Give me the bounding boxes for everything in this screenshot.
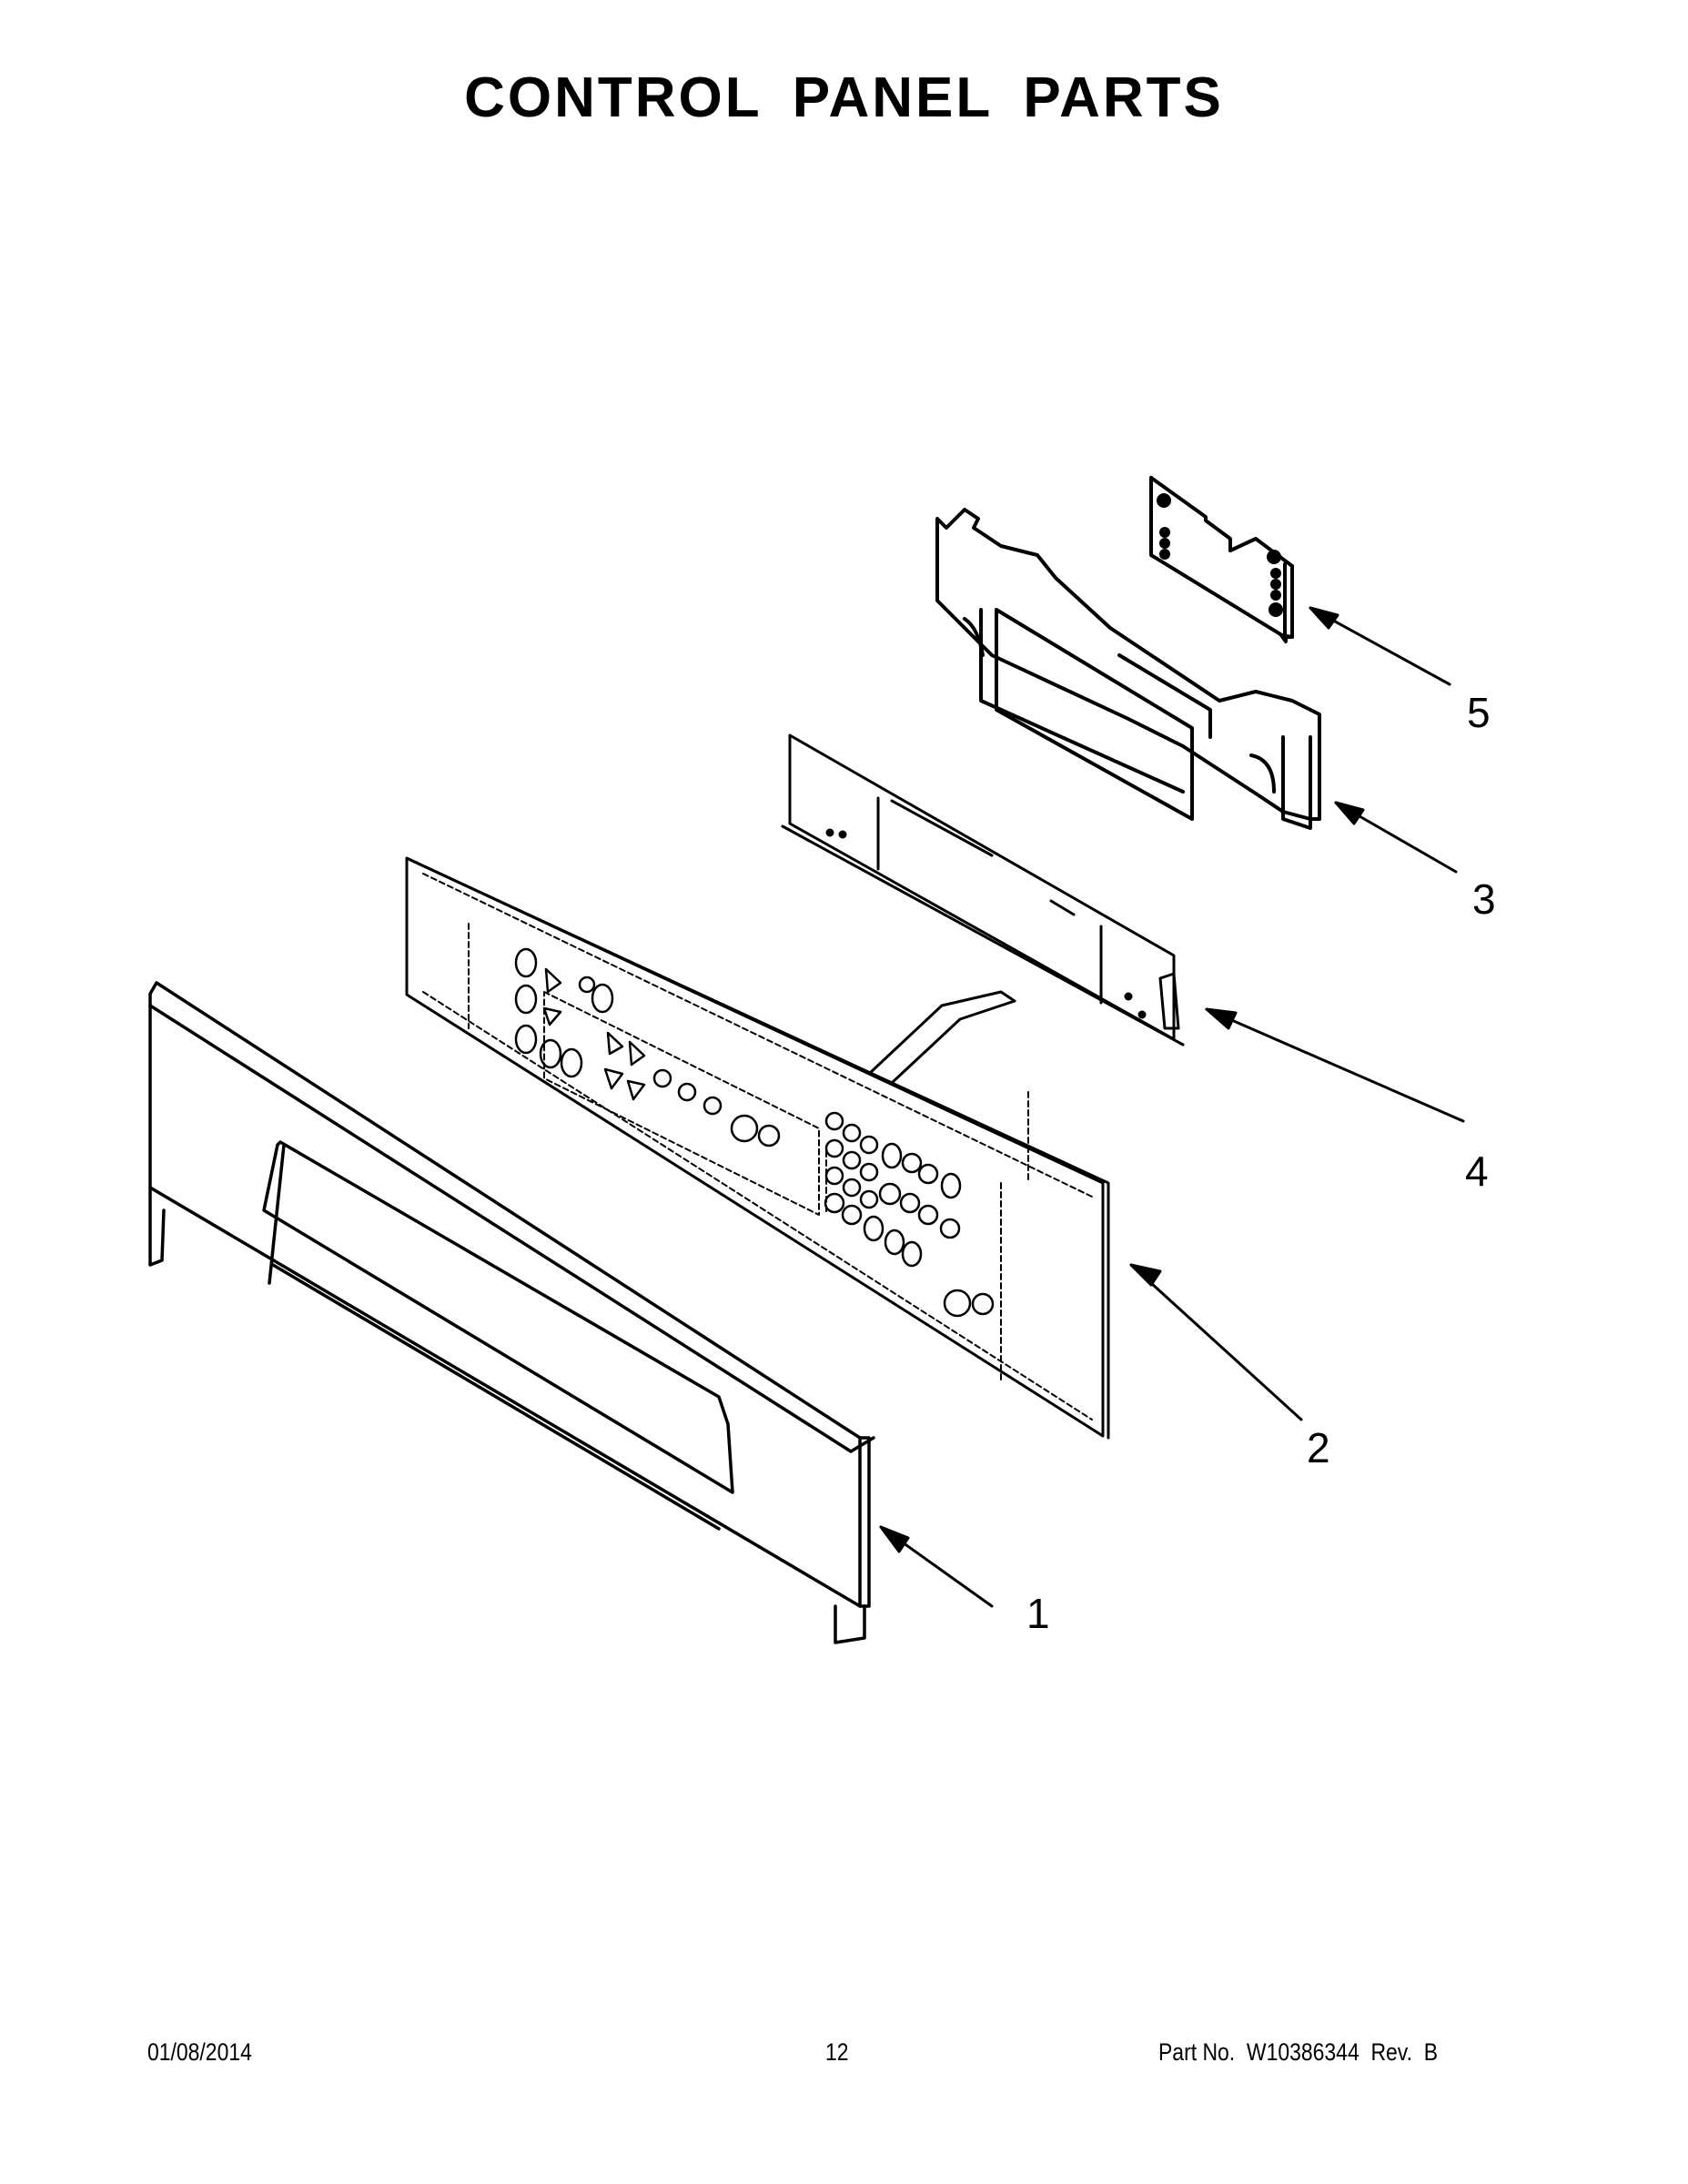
page-title: CONTROL PANEL PARTS — [464, 66, 1224, 129]
callout-5: 5 — [1467, 689, 1491, 736]
callout-1: 1 — [1026, 1590, 1050, 1637]
part-2-touch-overlay — [405, 856, 1110, 1440]
footer-part-number: Part No. W10386344 Rev. B — [1158, 2038, 1439, 2066]
callout-leaders — [879, 606, 1465, 1608]
footer-date: 01/08/2014 — [147, 2038, 252, 2066]
part-1-trim-housing — [148, 981, 875, 1644]
part-5-circuit-board — [1149, 476, 1294, 643]
keypad-buttons — [514, 947, 995, 1318]
part-4-bracket — [781, 733, 1185, 1046]
callout-3: 3 — [1472, 875, 1496, 923]
callout-2: 2 — [1307, 1424, 1330, 1471]
callout-4: 4 — [1465, 1148, 1489, 1195]
footer-page-number: 12 — [825, 2038, 849, 2066]
part-3-control-housing — [935, 508, 1321, 830]
